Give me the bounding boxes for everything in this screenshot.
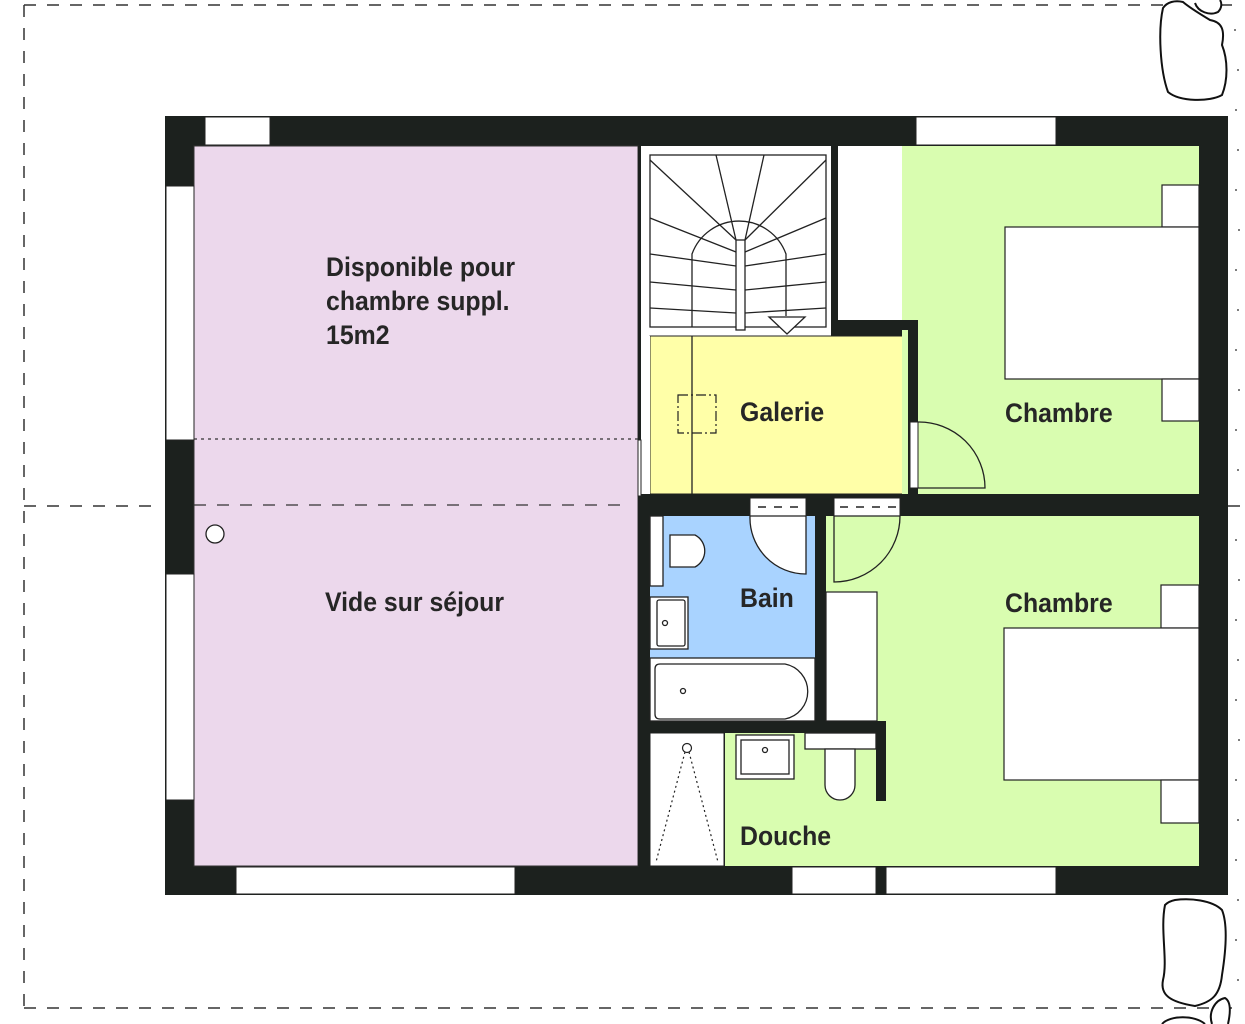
staircase-icon <box>649 154 827 494</box>
gallery-left-strip <box>641 336 650 494</box>
rock-icon <box>1161 898 1231 1024</box>
room-label-bedroom1: Chambre <box>1005 398 1113 428</box>
windows[interactable] <box>165 116 1057 895</box>
room-label-gallery: Galerie <box>740 397 825 427</box>
room-gallery <box>649 335 909 495</box>
room-label-shower: Douche <box>740 821 832 851</box>
room-label-bedroom2: Chambre <box>1005 588 1113 618</box>
shower-tray <box>649 732 725 867</box>
bed-icon <box>1003 584 1200 824</box>
room-bedroom1-lower <box>918 326 938 496</box>
room-label-bath: Bain <box>740 583 794 613</box>
column-icon <box>205 524 225 544</box>
room-label-void: Vide sur séjour <box>325 587 505 617</box>
wardrobe-top <box>838 146 902 326</box>
gallery-dashed-box <box>677 394 717 434</box>
bed-icon <box>1004 184 1200 422</box>
shower-icon <box>655 742 719 863</box>
room-label-bonus: Disponible pour chambre suppl. 15m2 <box>326 252 516 350</box>
room-bonus-void <box>193 145 639 867</box>
washbasin-icon <box>649 596 689 650</box>
door-swing-icon <box>749 421 986 583</box>
rock-icon <box>1159 0 1228 101</box>
toilet-icon <box>649 515 706 587</box>
washbasin-icon <box>735 734 795 780</box>
toilet-icon <box>804 732 877 801</box>
boundary-dots <box>1234 29 1240 981</box>
wardrobe-icon <box>825 591 878 722</box>
bathtub-icon <box>649 657 816 722</box>
